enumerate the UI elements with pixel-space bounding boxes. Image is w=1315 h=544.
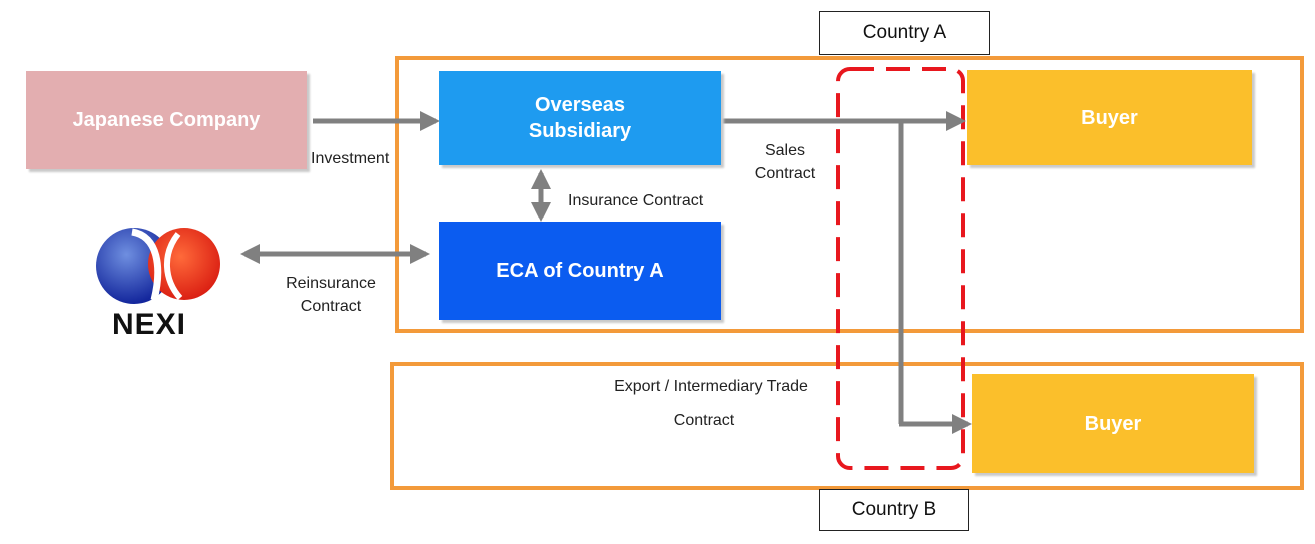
japanese-company-box: Japanese Company [26,71,307,169]
insurance-contract-label: Insurance Contract [568,192,704,209]
overseas-subsidiary-label-line2: Subsidiary [528,120,632,142]
country-b-label: Country B [819,489,969,531]
export-trade-contract-label-line1: Export / Intermediary Trade [614,378,808,395]
sales-contract-label-line2: Contract [754,165,816,183]
country-a-label: Country A [819,11,990,55]
sales-contract-label: Sales Contract [740,139,830,185]
reinsurance-contract-label: Reinsurance Contract [266,272,396,318]
buyer-b-box: Buyer [972,374,1254,473]
nexi-logo-icon [96,228,220,304]
overseas-subsidiary-label-line1: Overseas [534,94,626,116]
reinsurance-contract-label-line1: Reinsurance [286,275,376,292]
buyer-b-label: Buyer [1084,412,1142,435]
eca-box: ECA of Country A [439,222,721,320]
reinsurance-contract-label-line2: Contract [300,298,362,316]
investment-label: Investment [311,150,390,167]
country-b-frame [390,362,1304,490]
japanese-company-label: Japanese Company [72,109,261,131]
overseas-subsidiary-box: Overseas Subsidiary [439,71,721,165]
nexi-logo-text: NEXI [112,308,187,341]
country-a-frame [395,56,1304,333]
eca-label: ECA of Country A [496,260,664,282]
buyer-a-box: Buyer [967,70,1252,165]
sales-contract-label-line1: Sales [764,142,806,159]
nexi-logo: NEXI [92,224,232,346]
export-trade-contract-label: Export / Intermediary Trade Contract [588,370,834,437]
buyer-a-label: Buyer [1081,106,1138,129]
country-border-dashed [836,67,965,470]
export-trade-contract-label-line2: Contract [673,411,735,429]
